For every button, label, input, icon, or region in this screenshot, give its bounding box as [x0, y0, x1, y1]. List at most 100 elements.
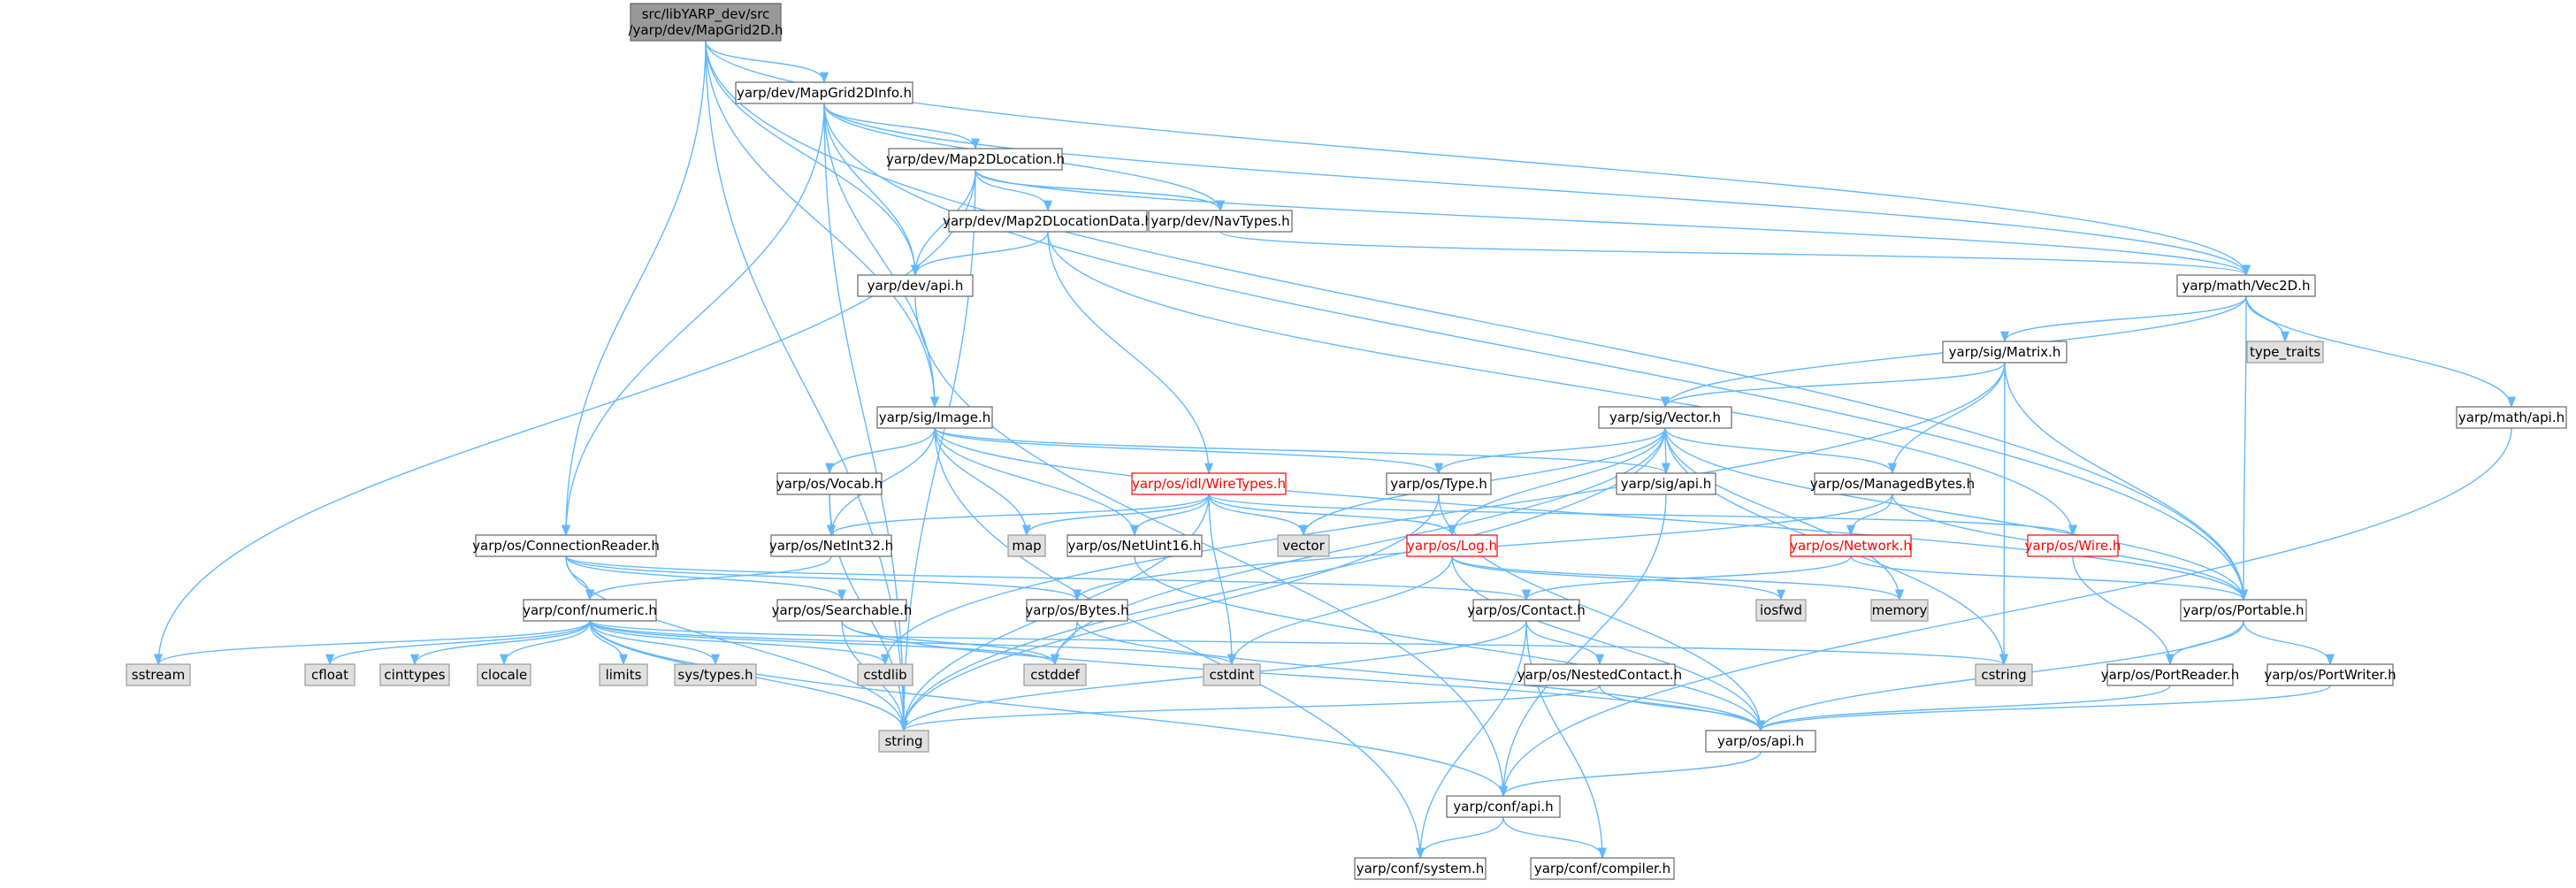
- node-label-osapi: yarp/os/api.h: [1717, 733, 1804, 749]
- node-box-bytes: [1026, 599, 1128, 622]
- edge-vector-to-memory: [1664, 427, 1905, 601]
- edge-wiretypes-to-netint32: [827, 494, 1210, 537]
- node-label-bytes: yarp/os/Bytes.h: [1025, 602, 1128, 618]
- node-mathapi[interactable]: yarp/math/api.h: [2456, 406, 2567, 429]
- node-label-portable: yarp/os/Portable.h: [2183, 602, 2305, 618]
- node-wire[interactable]: yarp/os/Wire.h: [2025, 534, 2121, 557]
- node-systypes[interactable]: sys/types.h: [674, 663, 757, 686]
- edge-numeric-to-limits: [589, 620, 629, 666]
- node-wiretypes[interactable]: yarp/os/idl/WireTypes.h: [1131, 472, 1287, 495]
- node-vec2d[interactable]: yarp/math/Vec2D.h: [2176, 274, 2316, 297]
- node-label-numeric: yarp/conf/numeric.h: [523, 602, 657, 618]
- node-ostype[interactable]: yarp/os/Type.h: [1386, 472, 1492, 495]
- node-label-cstring: cstring: [1981, 667, 2026, 683]
- node-box-portreader: [2106, 663, 2234, 686]
- node-label-wiretypes: yarp/os/idl/WireTypes.h: [1132, 476, 1286, 492]
- node-vector[interactable]: yarp/sig/Vector.h: [1598, 406, 1732, 429]
- edge-wiretypes-to-wire: [1208, 494, 2077, 537]
- node-nestedcontact[interactable]: yarp/os/NestedContact.h: [1517, 663, 1682, 686]
- node-label-oslog: yarp/os/Log.h: [1407, 538, 1497, 554]
- node-connreader[interactable]: yarp/os/ConnectionReader.h: [472, 534, 660, 557]
- node-navtypes[interactable]: yarp/dev/NavTypes.h: [1148, 210, 1293, 233]
- node-network[interactable]: yarp/os/Network.h: [1790, 534, 1912, 557]
- node-label-root: /yarp/dev/MapGrid2D.h: [628, 22, 783, 38]
- node-portwriter[interactable]: yarp/os/PortWriter.h: [2264, 663, 2396, 686]
- node-confapi[interactable]: yarp/conf/api.h: [1446, 795, 1561, 818]
- edge-image-to-vocab: [825, 427, 936, 475]
- node-typetraits[interactable]: type_traits: [2246, 341, 2324, 364]
- edge-mapgrid2dinfo-to-devapi: [823, 103, 921, 277]
- node-compiler[interactable]: yarp/conf/compiler.h: [1530, 857, 1675, 880]
- edge-vec2d-to-matrix: [2000, 295, 2247, 343]
- node-vectorstd[interactable]: vector: [1277, 534, 1330, 557]
- node-vocab[interactable]: yarp/os/Vocab.h: [776, 472, 883, 495]
- node-contact[interactable]: yarp/os/Contact.h: [1467, 599, 1586, 622]
- node-clocale[interactable]: clocale: [477, 663, 531, 686]
- node-portreader[interactable]: yarp/os/PortReader.h: [2101, 663, 2240, 686]
- node-portable[interactable]: yarp/os/Portable.h: [2180, 599, 2307, 622]
- node-managedbytes[interactable]: yarp/os/ManagedBytes.h: [1810, 472, 1975, 495]
- node-matrix[interactable]: yarp/sig/Matrix.h: [1942, 341, 2068, 364]
- node-box-map: [1007, 534, 1046, 557]
- edge-vector-to-portable: [1664, 427, 2248, 601]
- node-devapi[interactable]: yarp/dev/api.h: [857, 274, 974, 297]
- node-osapi[interactable]: yarp/os/api.h: [1705, 730, 1816, 753]
- node-box-mapgrid2dinfo: [735, 81, 913, 104]
- node-box-compiler: [1530, 857, 1675, 880]
- node-system[interactable]: yarp/conf/system.h: [1354, 857, 1487, 880]
- node-memory[interactable]: memory: [1870, 599, 1929, 622]
- node-map2dlocationdata[interactable]: yarp/dev/Map2DLocationData.h: [943, 210, 1153, 233]
- edge-map2dlocation-to-vec2d: [975, 169, 2251, 277]
- node-box-limits: [599, 663, 648, 686]
- node-cfloat[interactable]: cfloat: [304, 663, 355, 686]
- edge-connreader-to-bytes: [565, 555, 1082, 601]
- edge-map2dlocationdata-to-wire: [1047, 231, 2077, 537]
- edge-devapi-to-confapi: [914, 295, 1509, 798]
- edge-numeric-to-cinttypes: [410, 620, 591, 666]
- node-cinttypes[interactable]: cinttypes: [379, 663, 450, 686]
- node-searchable[interactable]: yarp/os/Searchable.h: [772, 599, 913, 622]
- node-box-map2dlocation: [888, 148, 1063, 171]
- edge-oslog-to-memory: [1451, 555, 1904, 601]
- node-label-root: src/libYARP_dev/src: [642, 6, 770, 23]
- node-cstdint[interactable]: cstdint: [1203, 663, 1261, 686]
- node-netint32[interactable]: yarp/os/NetInt32.h: [769, 534, 893, 557]
- node-box-oslog: [1406, 534, 1498, 557]
- node-oslog[interactable]: yarp/os/Log.h: [1406, 534, 1498, 557]
- node-netuint16[interactable]: yarp/os/NetUint16.h: [1066, 534, 1203, 557]
- node-iosfwd[interactable]: iosfwd: [1755, 599, 1807, 622]
- edge-nestedcontact-to-string: [899, 685, 1601, 732]
- node-box-netuint16: [1066, 534, 1203, 557]
- node-string[interactable]: string: [878, 730, 929, 753]
- node-map[interactable]: map: [1007, 534, 1046, 557]
- node-box-cstdint: [1203, 663, 1261, 686]
- edge-vec2d-to-typetraits: [2245, 295, 2290, 343]
- node-map2dlocation[interactable]: yarp/dev/Map2DLocation.h: [886, 148, 1065, 171]
- node-label-limits: limits: [606, 667, 642, 683]
- node-numeric[interactable]: yarp/conf/numeric.h: [523, 599, 657, 622]
- node-sigapi[interactable]: yarp/sig/api.h: [1616, 472, 1716, 495]
- node-label-ostype: yarp/os/Type.h: [1390, 476, 1487, 492]
- node-box-netint32: [770, 534, 892, 557]
- node-image[interactable]: yarp/sig/Image.h: [876, 406, 993, 429]
- edge-image-to-netuint16: [934, 427, 1139, 537]
- node-bytes[interactable]: yarp/os/Bytes.h: [1025, 599, 1129, 622]
- node-cstddef[interactable]: cstddef: [1023, 663, 1087, 686]
- node-box-contact: [1472, 599, 1580, 622]
- edge-numeric-to-cstdlib: [589, 620, 890, 666]
- node-mapgrid2dinfo[interactable]: yarp/dev/MapGrid2DInfo.h: [735, 81, 913, 104]
- node-cstdlib[interactable]: cstdlib: [857, 663, 913, 686]
- edge-netint32-to-numeric: [585, 555, 832, 601]
- node-sstream[interactable]: sstream: [126, 663, 191, 686]
- edge-vector-to-cstddef: [1051, 427, 1666, 666]
- node-cstring[interactable]: cstring: [1975, 663, 2033, 686]
- node-limits[interactable]: limits: [599, 663, 648, 686]
- node-root[interactable]: src/libYARP_dev/src/yarp/dev/MapGrid2D.h: [628, 3, 784, 42]
- node-layer: src/libYARP_dev/src/yarp/dev/MapGrid2D.h…: [126, 3, 2567, 880]
- node-box-iosfwd: [1755, 599, 1807, 622]
- node-label-confapi: yarp/conf/api.h: [1453, 799, 1553, 815]
- node-label-image: yarp/sig/Image.h: [879, 410, 991, 425]
- edge-vector-to-oslog: [1448, 427, 1666, 537]
- node-label-system: yarp/conf/system.h: [1357, 861, 1485, 877]
- node-label-managedbytes: yarp/os/ManagedBytes.h: [1810, 476, 1975, 492]
